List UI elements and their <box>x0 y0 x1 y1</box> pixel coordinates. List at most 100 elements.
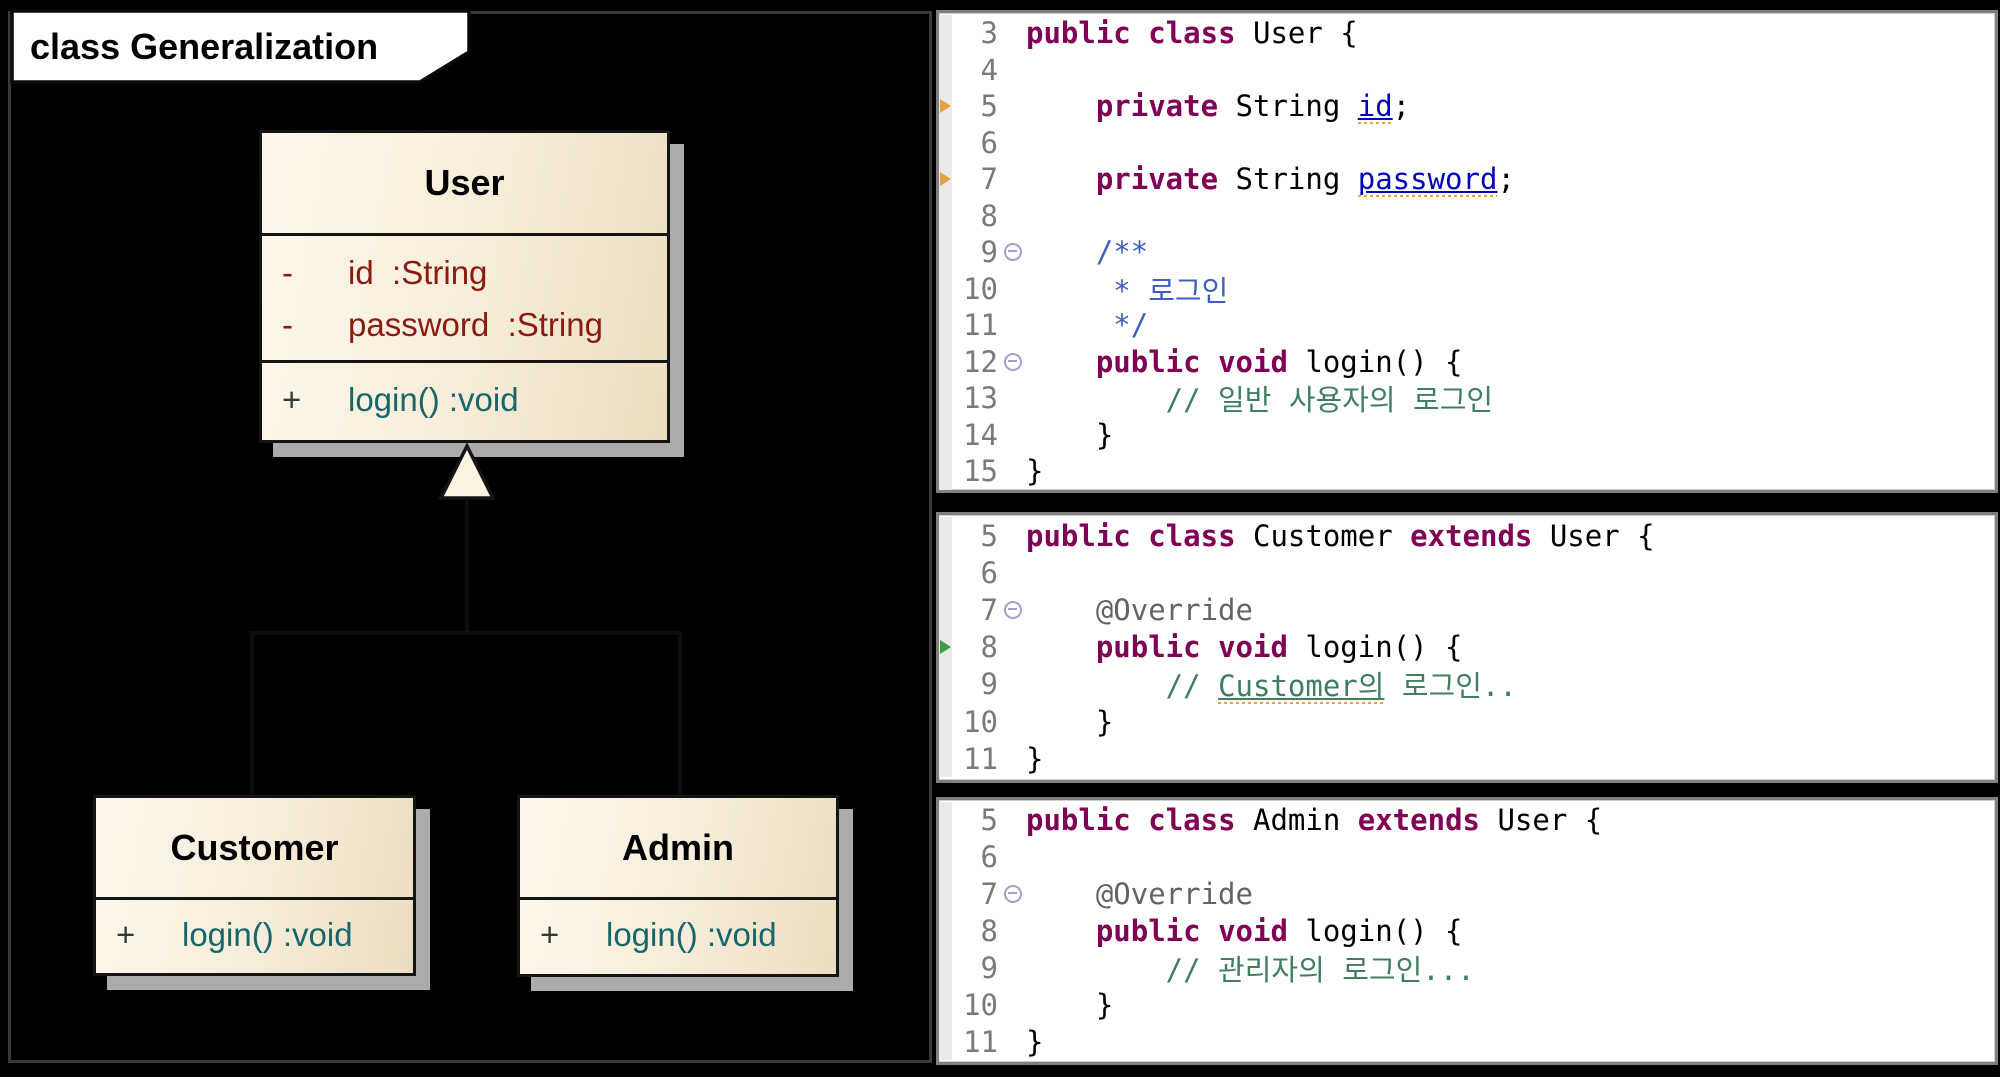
connector-line-to-admin <box>678 633 682 795</box>
annotation-ruler <box>939 628 952 666</box>
annotation-ruler <box>939 912 952 950</box>
warning-marker-icon[interactable] <box>940 172 951 187</box>
annotation-ruler <box>939 307 952 344</box>
fold-ruler <box>1002 666 1026 703</box>
class-name-customer: Customer <box>170 826 339 868</box>
fold-ruler <box>1002 307 1026 344</box>
uml-class-admin: Admin + login() :void <box>517 795 839 977</box>
code-line: 15} <box>939 453 1995 490</box>
operation-login: + login() :void <box>282 381 519 418</box>
fold-ruler <box>1002 913 1026 950</box>
line-number: 7 <box>980 162 998 197</box>
line-number: 6 <box>980 125 998 160</box>
code-line: 11 */ <box>939 307 1995 344</box>
code-text: public class User { <box>1026 16 1358 51</box>
annotation-ruler <box>939 15 952 52</box>
fold-ruler <box>1002 1023 1026 1060</box>
connector-line-vertical-top <box>465 498 469 634</box>
code-line: 10 } <box>939 986 1995 1024</box>
fold-ruler <box>1002 52 1026 89</box>
fold-collapse-icon[interactable] <box>1004 243 1022 262</box>
visibility-public-icon: + <box>282 381 302 418</box>
fold-ruler <box>1002 986 1026 1023</box>
annotation-ruler <box>939 702 952 741</box>
code-text: } <box>1026 704 1114 739</box>
code-line: 14 } <box>939 416 1995 453</box>
fold-ruler <box>1002 380 1026 417</box>
line-number: 10 <box>963 987 998 1022</box>
code-line: 9 // 관리자의 로그인... <box>939 949 1995 987</box>
annotation-ruler <box>939 554 952 592</box>
uml-frame-label-tab: class Generalization <box>10 9 471 84</box>
line-number: 5 <box>980 803 998 838</box>
code-text: */ <box>1026 308 1149 343</box>
annotation-ruler <box>939 380 952 417</box>
line-number: 8 <box>980 630 998 665</box>
annotation-ruler <box>939 740 952 778</box>
user-attributes-compartment: - id :String - password :String <box>262 233 667 360</box>
frame-tab-label: class Generalization <box>30 26 378 67</box>
code-line: 7 @Override <box>939 875 1995 913</box>
annotation-ruler <box>939 949 952 987</box>
fold-ruler <box>1002 876 1026 913</box>
annotation-ruler <box>939 453 952 490</box>
fold-ruler <box>1002 554 1026 591</box>
code-line: 10 * 로그인 <box>939 270 1995 308</box>
annotation-ruler <box>939 875 952 913</box>
connector-line-horizontal <box>250 631 682 635</box>
annotation-ruler <box>939 665 952 703</box>
code-text: // Customer의 로그인.. <box>1026 669 1517 705</box>
code-line: 10 } <box>939 702 1995 741</box>
annotation-ruler <box>939 802 952 839</box>
line-number: 10 <box>963 271 998 306</box>
code-text: public void login() { <box>1095 630 1463 665</box>
annotation-ruler <box>939 161 952 198</box>
code-text: /** <box>1026 235 1149 270</box>
fold-ruler <box>1002 125 1026 162</box>
code-text: } <box>1026 417 1114 452</box>
line-number: 6 <box>980 555 998 590</box>
code-line: 5 private String id; <box>939 88 1995 125</box>
fold-ruler <box>1002 453 1026 490</box>
fold-collapse-icon[interactable] <box>1004 885 1022 904</box>
annotation-ruler <box>939 517 952 555</box>
override-marker-icon[interactable] <box>940 640 951 655</box>
line-number: 15 <box>963 454 998 489</box>
code-text: } <box>1026 1024 1044 1059</box>
fold-ruler <box>1002 344 1026 381</box>
annotation-ruler <box>939 1023 952 1061</box>
visibility-public-icon: + <box>540 916 560 953</box>
attribute-password: - password :String <box>282 306 603 343</box>
line-number: 14 <box>963 417 998 452</box>
annotation-ruler <box>939 270 952 307</box>
warning-marker-icon[interactable] <box>940 99 951 114</box>
fold-collapse-icon[interactable] <box>1004 600 1022 619</box>
code-line: 12 public void login() { <box>939 343 1995 381</box>
connector-line-to-customer <box>250 633 254 795</box>
annotation-ruler <box>939 124 952 161</box>
annotation-ruler <box>939 838 952 876</box>
fold-ruler <box>1002 517 1026 554</box>
fold-ruler <box>1002 234 1026 271</box>
annotation-ruler <box>939 234 952 271</box>
line-number: 5 <box>980 89 998 124</box>
line-number: 4 <box>980 52 998 87</box>
visibility-private-icon: - <box>282 254 293 291</box>
code-line: 6 <box>939 124 1995 162</box>
line-number: 9 <box>980 951 998 985</box>
code-text: } <box>1026 454 1044 489</box>
user-operations-compartment: + login() :void <box>262 360 667 440</box>
visibility-public-icon: + <box>116 916 136 953</box>
fold-collapse-icon[interactable] <box>1004 352 1022 371</box>
line-number: 11 <box>963 1024 998 1059</box>
line-number: 11 <box>963 308 998 343</box>
line-number: 11 <box>963 741 998 776</box>
annotation-ruler <box>939 591 952 629</box>
line-number: 7 <box>980 592 998 627</box>
line-number: 9 <box>980 235 998 270</box>
